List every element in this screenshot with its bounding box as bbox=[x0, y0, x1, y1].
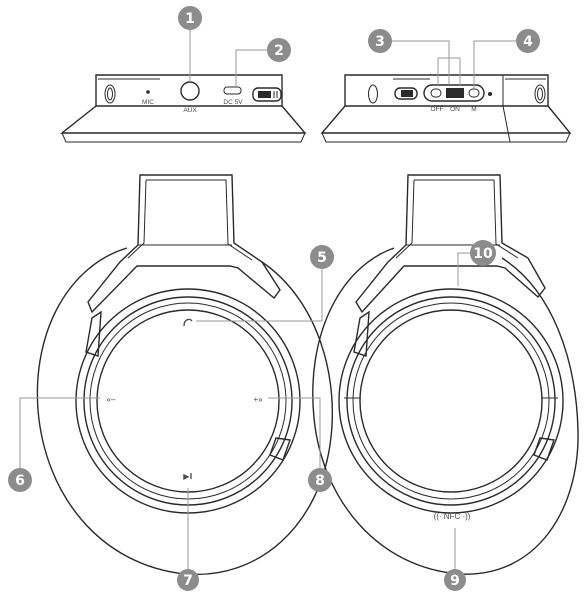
callout-number-3: 3 bbox=[375, 34, 385, 50]
prev-control: «– bbox=[107, 395, 116, 404]
callout-number-9: 9 bbox=[450, 573, 460, 589]
left-headphone: «– +» ▶‖ bbox=[36, 174, 333, 576]
callout-number-7: 7 bbox=[183, 573, 193, 589]
mic-label: MIC bbox=[142, 99, 154, 106]
callout-number-2: 2 bbox=[274, 43, 284, 59]
callout-badge-2: 2 bbox=[267, 38, 291, 62]
on-label: ON bbox=[450, 106, 460, 113]
power-slider bbox=[423, 84, 485, 102]
dc-port bbox=[223, 86, 242, 95]
callout-number-8: 8 bbox=[315, 473, 325, 489]
side-switch bbox=[252, 87, 282, 102]
dc-label: DC 5V bbox=[223, 99, 243, 106]
callout-lines bbox=[19, 30, 516, 572]
callout-badge-3: 3 bbox=[368, 29, 392, 53]
mic-hole bbox=[146, 90, 150, 94]
callout-number-6: 6 bbox=[15, 473, 25, 489]
aux-port bbox=[180, 81, 200, 101]
indicator-led bbox=[488, 92, 492, 96]
callout-badge-9: 9 bbox=[444, 569, 466, 591]
callout-number-1: 1 bbox=[185, 11, 195, 27]
callout-number-4: 4 bbox=[523, 34, 533, 50]
callout-number-10: 10 bbox=[473, 246, 493, 262]
top-right-edge-view: OFF ON M bbox=[320, 74, 572, 143]
callout-number-5: 5 bbox=[317, 250, 327, 266]
callout-badge-6: 6 bbox=[8, 468, 32, 492]
callout-badge-4: 4 bbox=[516, 29, 540, 53]
call-icon bbox=[183, 318, 193, 327]
play-pause-control: ▶‖ bbox=[183, 472, 192, 481]
aux-label: AUX bbox=[183, 107, 197, 114]
next-control: +» bbox=[253, 395, 263, 404]
callout-badge-5: 5 bbox=[310, 245, 334, 269]
top-left-edge-view: MIC AUX DC 5V bbox=[59, 74, 307, 143]
callout-badge-1: 1 bbox=[178, 6, 202, 30]
nfc-label: ((· NFC ·)) bbox=[434, 512, 471, 521]
off-label: OFF bbox=[431, 106, 444, 113]
right-headphone: ((· NFC ·)) bbox=[312, 174, 579, 575]
callout-badge-10: 10 bbox=[470, 240, 496, 266]
callout-badge-7: 7 bbox=[177, 569, 199, 591]
callout-badge-8: 8 bbox=[308, 468, 332, 492]
m-label: M bbox=[471, 106, 476, 113]
